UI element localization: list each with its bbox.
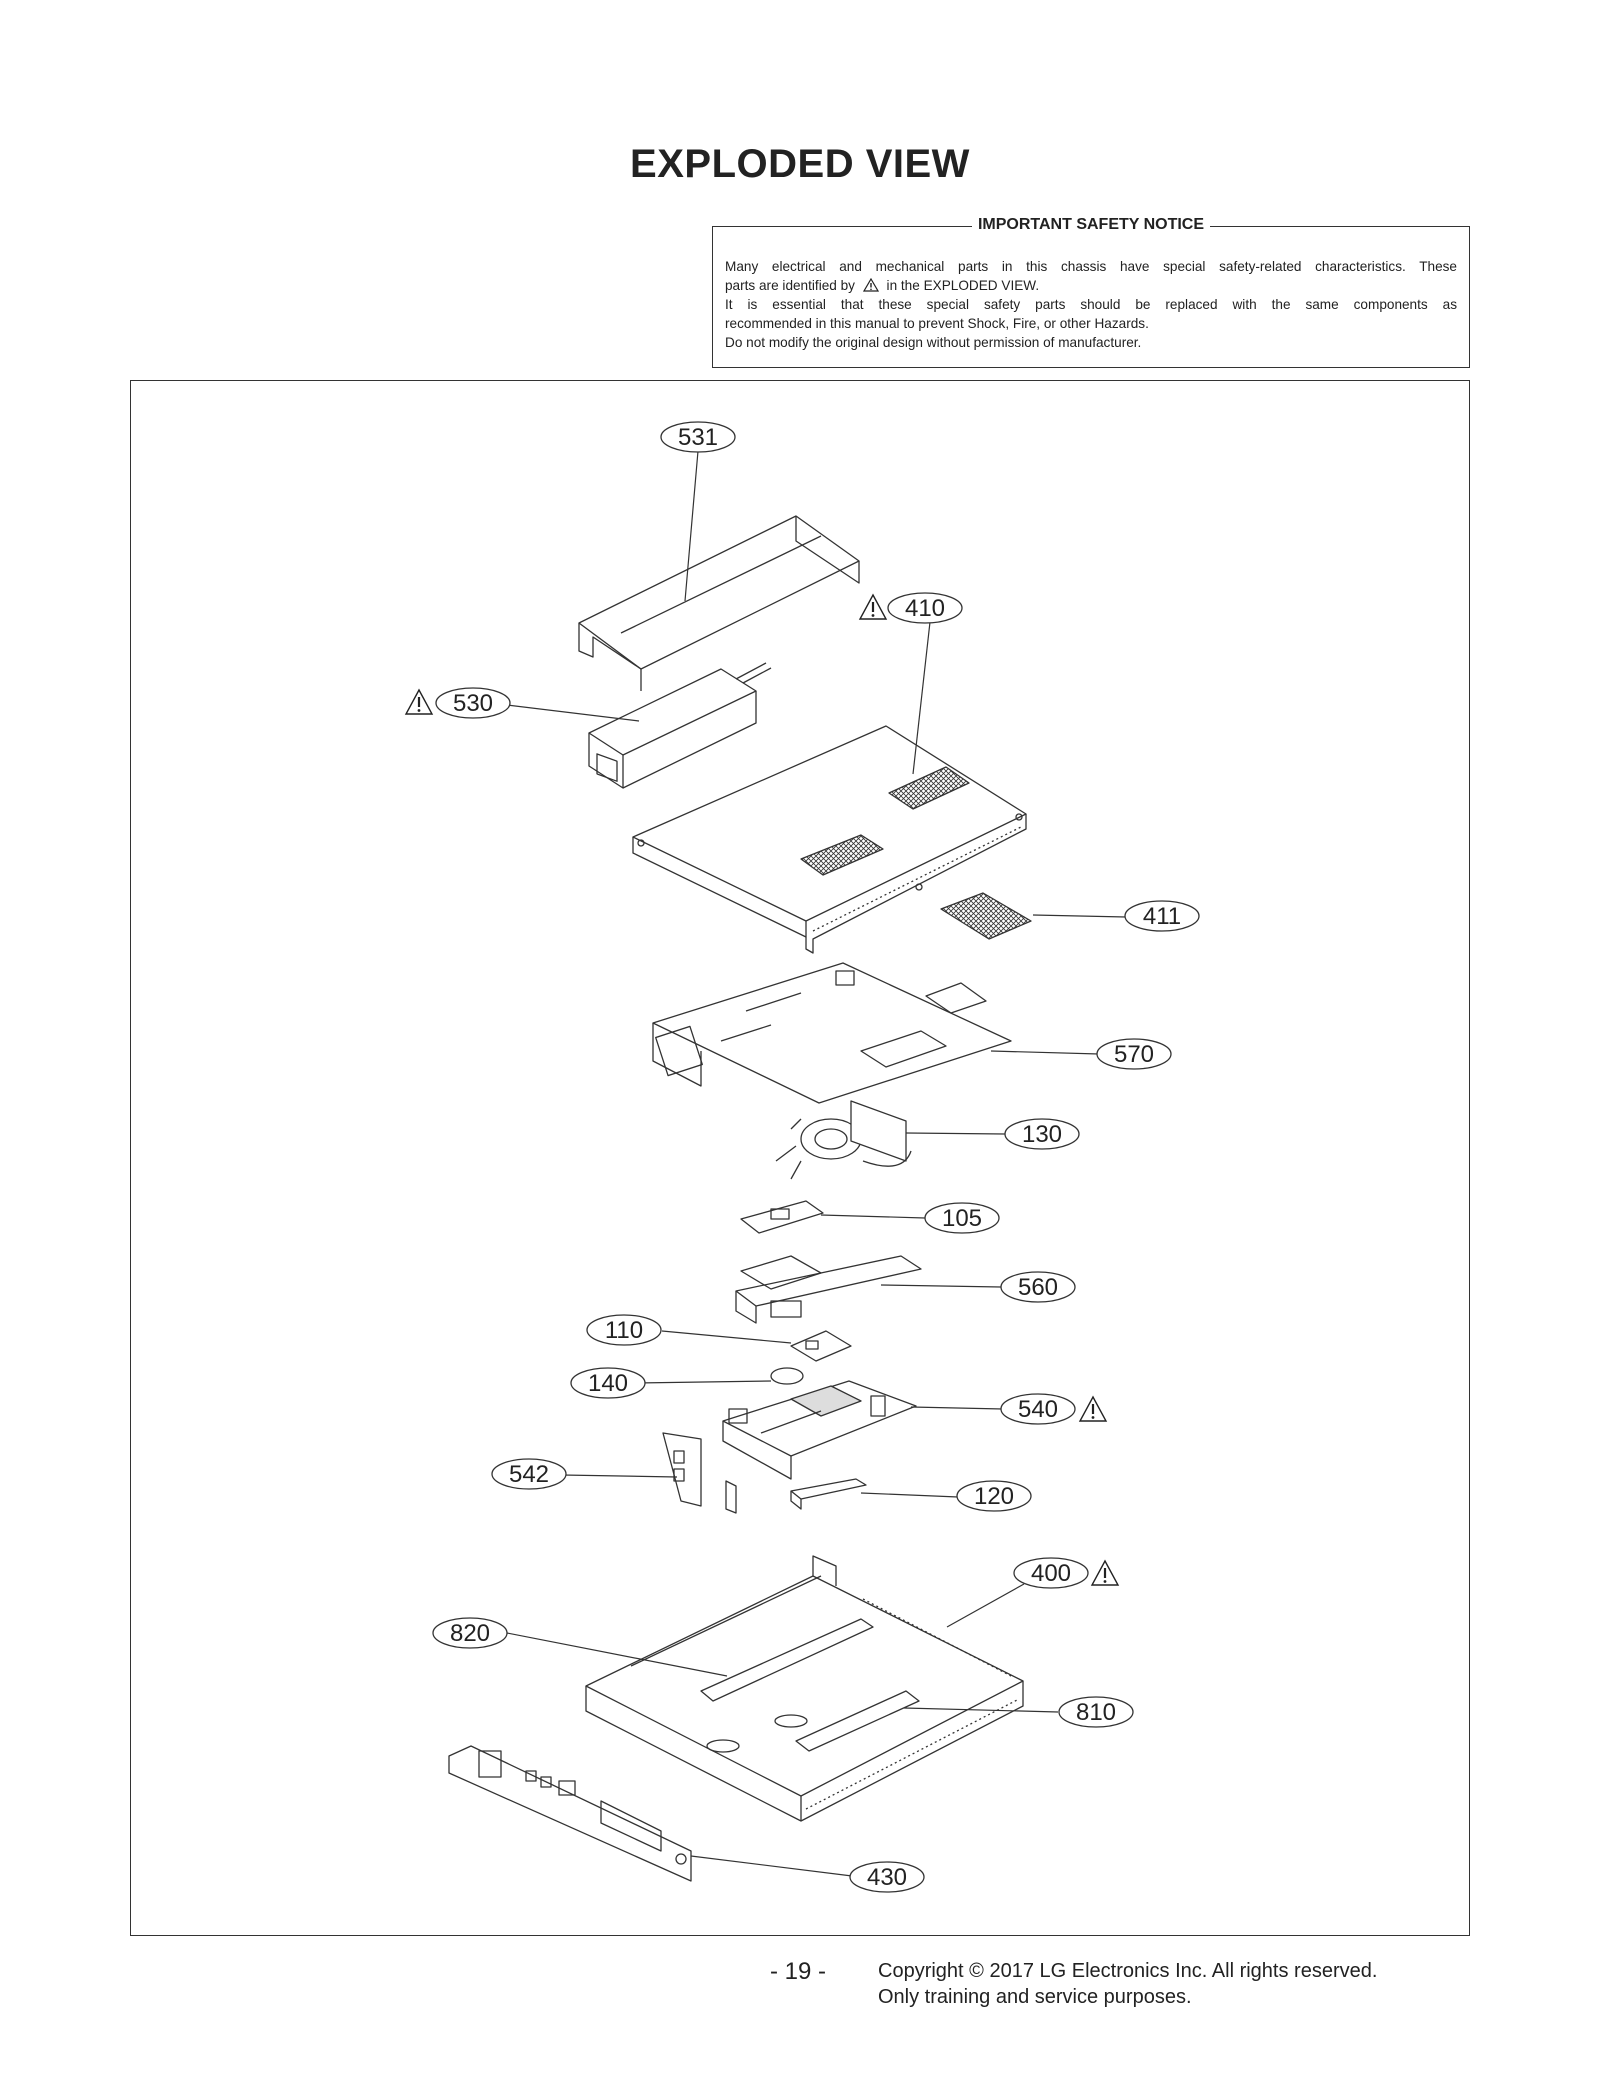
callout-130-label: 130 (1022, 1121, 1062, 1148)
callout-530: 530 (435, 687, 511, 719)
leader-lines (498, 450, 1127, 1877)
notice-line-2-post: in the EXPLODED VIEW. (886, 278, 1040, 293)
callout-120-label: 120 (974, 1483, 1014, 1510)
part-140-battery (770, 1367, 804, 1385)
callout-430: 430 (849, 1861, 925, 1893)
callout-570-label: 570 (1114, 1041, 1154, 1068)
notice-line-5: Do not modify the original design withou… (725, 335, 1142, 350)
callout-820-label: 820 (450, 1620, 490, 1647)
callout-105-label: 105 (942, 1205, 982, 1232)
part-411-mesh-filter (940, 892, 1032, 940)
callout-120: 120 (956, 1480, 1032, 1512)
part-110-cpu (790, 1330, 852, 1362)
part-400-base-chassis (585, 1555, 1024, 1822)
callout-130: 130 (1004, 1118, 1080, 1150)
callout-400-label: 400 (1031, 1560, 1071, 1587)
callout-410: 410 (887, 592, 963, 624)
notice-line-3: It is essential that these special safet… (725, 297, 1457, 312)
callout-410-label: 410 (905, 595, 945, 622)
callout-110-label: 110 (605, 1317, 643, 1344)
page-number: - 19 - (770, 1958, 827, 1985)
part-120-ram (790, 1478, 867, 1510)
callout-531: 531 (660, 421, 736, 453)
part-105-card (740, 1200, 824, 1234)
warning-triangle-icon-410 (858, 593, 888, 621)
callout-105: 105 (924, 1202, 1000, 1234)
callout-530-label: 530 (453, 690, 493, 717)
exploded-view-drawing: 531 410 530 411 570 130 (404, 421, 1200, 1893)
callout-540: 540 (1000, 1393, 1076, 1425)
callout-810: 810 (1058, 1696, 1134, 1728)
callout-411-label: 411 (1143, 903, 1181, 930)
safety-notice-title: IMPORTANT SAFETY NOTICE (971, 216, 1211, 233)
usage-text: Only training and service purposes. (878, 1986, 1192, 2008)
callout-411: 411 (1124, 900, 1200, 932)
copyright-block: Copyright © 2017 LG Electronics Inc. All… (878, 1958, 1377, 2010)
callout-540-label: 540 (1018, 1396, 1058, 1423)
notice-line-2-pre: parts are identified by (725, 278, 855, 293)
copyright-text: Copyright © 2017 LG Electronics Inc. All… (878, 1960, 1378, 1982)
warning-triangle-icon (862, 278, 879, 292)
part-542-io-bracket (662, 1432, 737, 1514)
callout-542-label: 542 (509, 1461, 549, 1488)
callout-430-label: 430 (867, 1864, 907, 1891)
callout-560-label: 560 (1018, 1274, 1058, 1301)
safety-notice-box: IMPORTANT SAFETY NOTICE Many electrical … (712, 216, 1470, 368)
exploded-view-diagram: 531 410 530 411 570 130 (130, 380, 1470, 1936)
callout-820: 820 (432, 1617, 508, 1649)
callout-560: 560 (1000, 1271, 1076, 1303)
part-531-cover (578, 515, 860, 691)
callout-542: 542 (491, 1458, 567, 1490)
part-570-board (652, 962, 1012, 1104)
notice-line-2: parts are identified by in the EXPLODED … (725, 276, 1457, 295)
warning-triangle-icon-400 (1090, 1559, 1120, 1587)
notice-line-4: recommended in this manual to prevent Sh… (725, 316, 1149, 331)
callout-570: 570 (1096, 1038, 1172, 1070)
callout-400: 400 (1013, 1557, 1089, 1589)
warning-triangle-icon-540 (1078, 1395, 1108, 1423)
part-130-heatsink-fan (775, 1100, 912, 1180)
callout-140: 140 (570, 1367, 646, 1399)
callout-110: 110 (586, 1314, 662, 1346)
page-title: EXPLODED VIEW (630, 142, 970, 186)
part-430-front-bracket (448, 1745, 692, 1882)
part-560-board (735, 1255, 922, 1324)
callout-531-label: 531 (678, 424, 718, 451)
warning-triangle-icon-530 (404, 688, 434, 716)
part-530-power-adapter (588, 662, 772, 789)
notice-line-1: Many electrical and mechanical parts in … (725, 259, 1457, 274)
safety-notice-body: Many electrical and mechanical parts in … (725, 257, 1457, 352)
callout-140-label: 140 (588, 1370, 628, 1397)
part-540-mainboard (722, 1380, 917, 1480)
callout-810-label: 810 (1076, 1699, 1116, 1726)
part-410-chassis-cover (632, 725, 1027, 954)
